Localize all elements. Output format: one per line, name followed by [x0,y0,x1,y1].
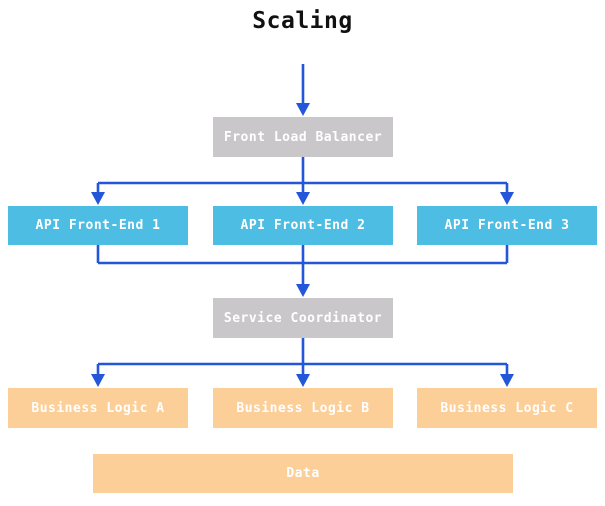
arrow-front-load-balancer-to-api-front-ends [91,157,514,205]
node-service-coordinator: Service Coordinator [213,298,393,338]
node-business-logic-b: Business Logic B [213,388,393,428]
arrow-title-to-front-load-balancer [296,64,310,116]
node-business-logic-c: Business Logic C [417,388,597,428]
node-data: Data [93,454,513,493]
diagram-title: Scaling [252,8,353,34]
node-api-front-end-3: API Front-End 3 [417,206,597,245]
node-business-logic-a: Business Logic A [8,388,188,428]
node-front-load-balancer: Front Load Balancer [213,117,393,157]
node-api-front-end-1: API Front-End 1 [8,206,188,245]
arrow-api-front-ends-to-service-coordinator [96,245,509,297]
arrow-service-coordinator-to-business-logic [91,338,514,387]
node-api-front-end-2: API Front-End 2 [213,206,393,245]
